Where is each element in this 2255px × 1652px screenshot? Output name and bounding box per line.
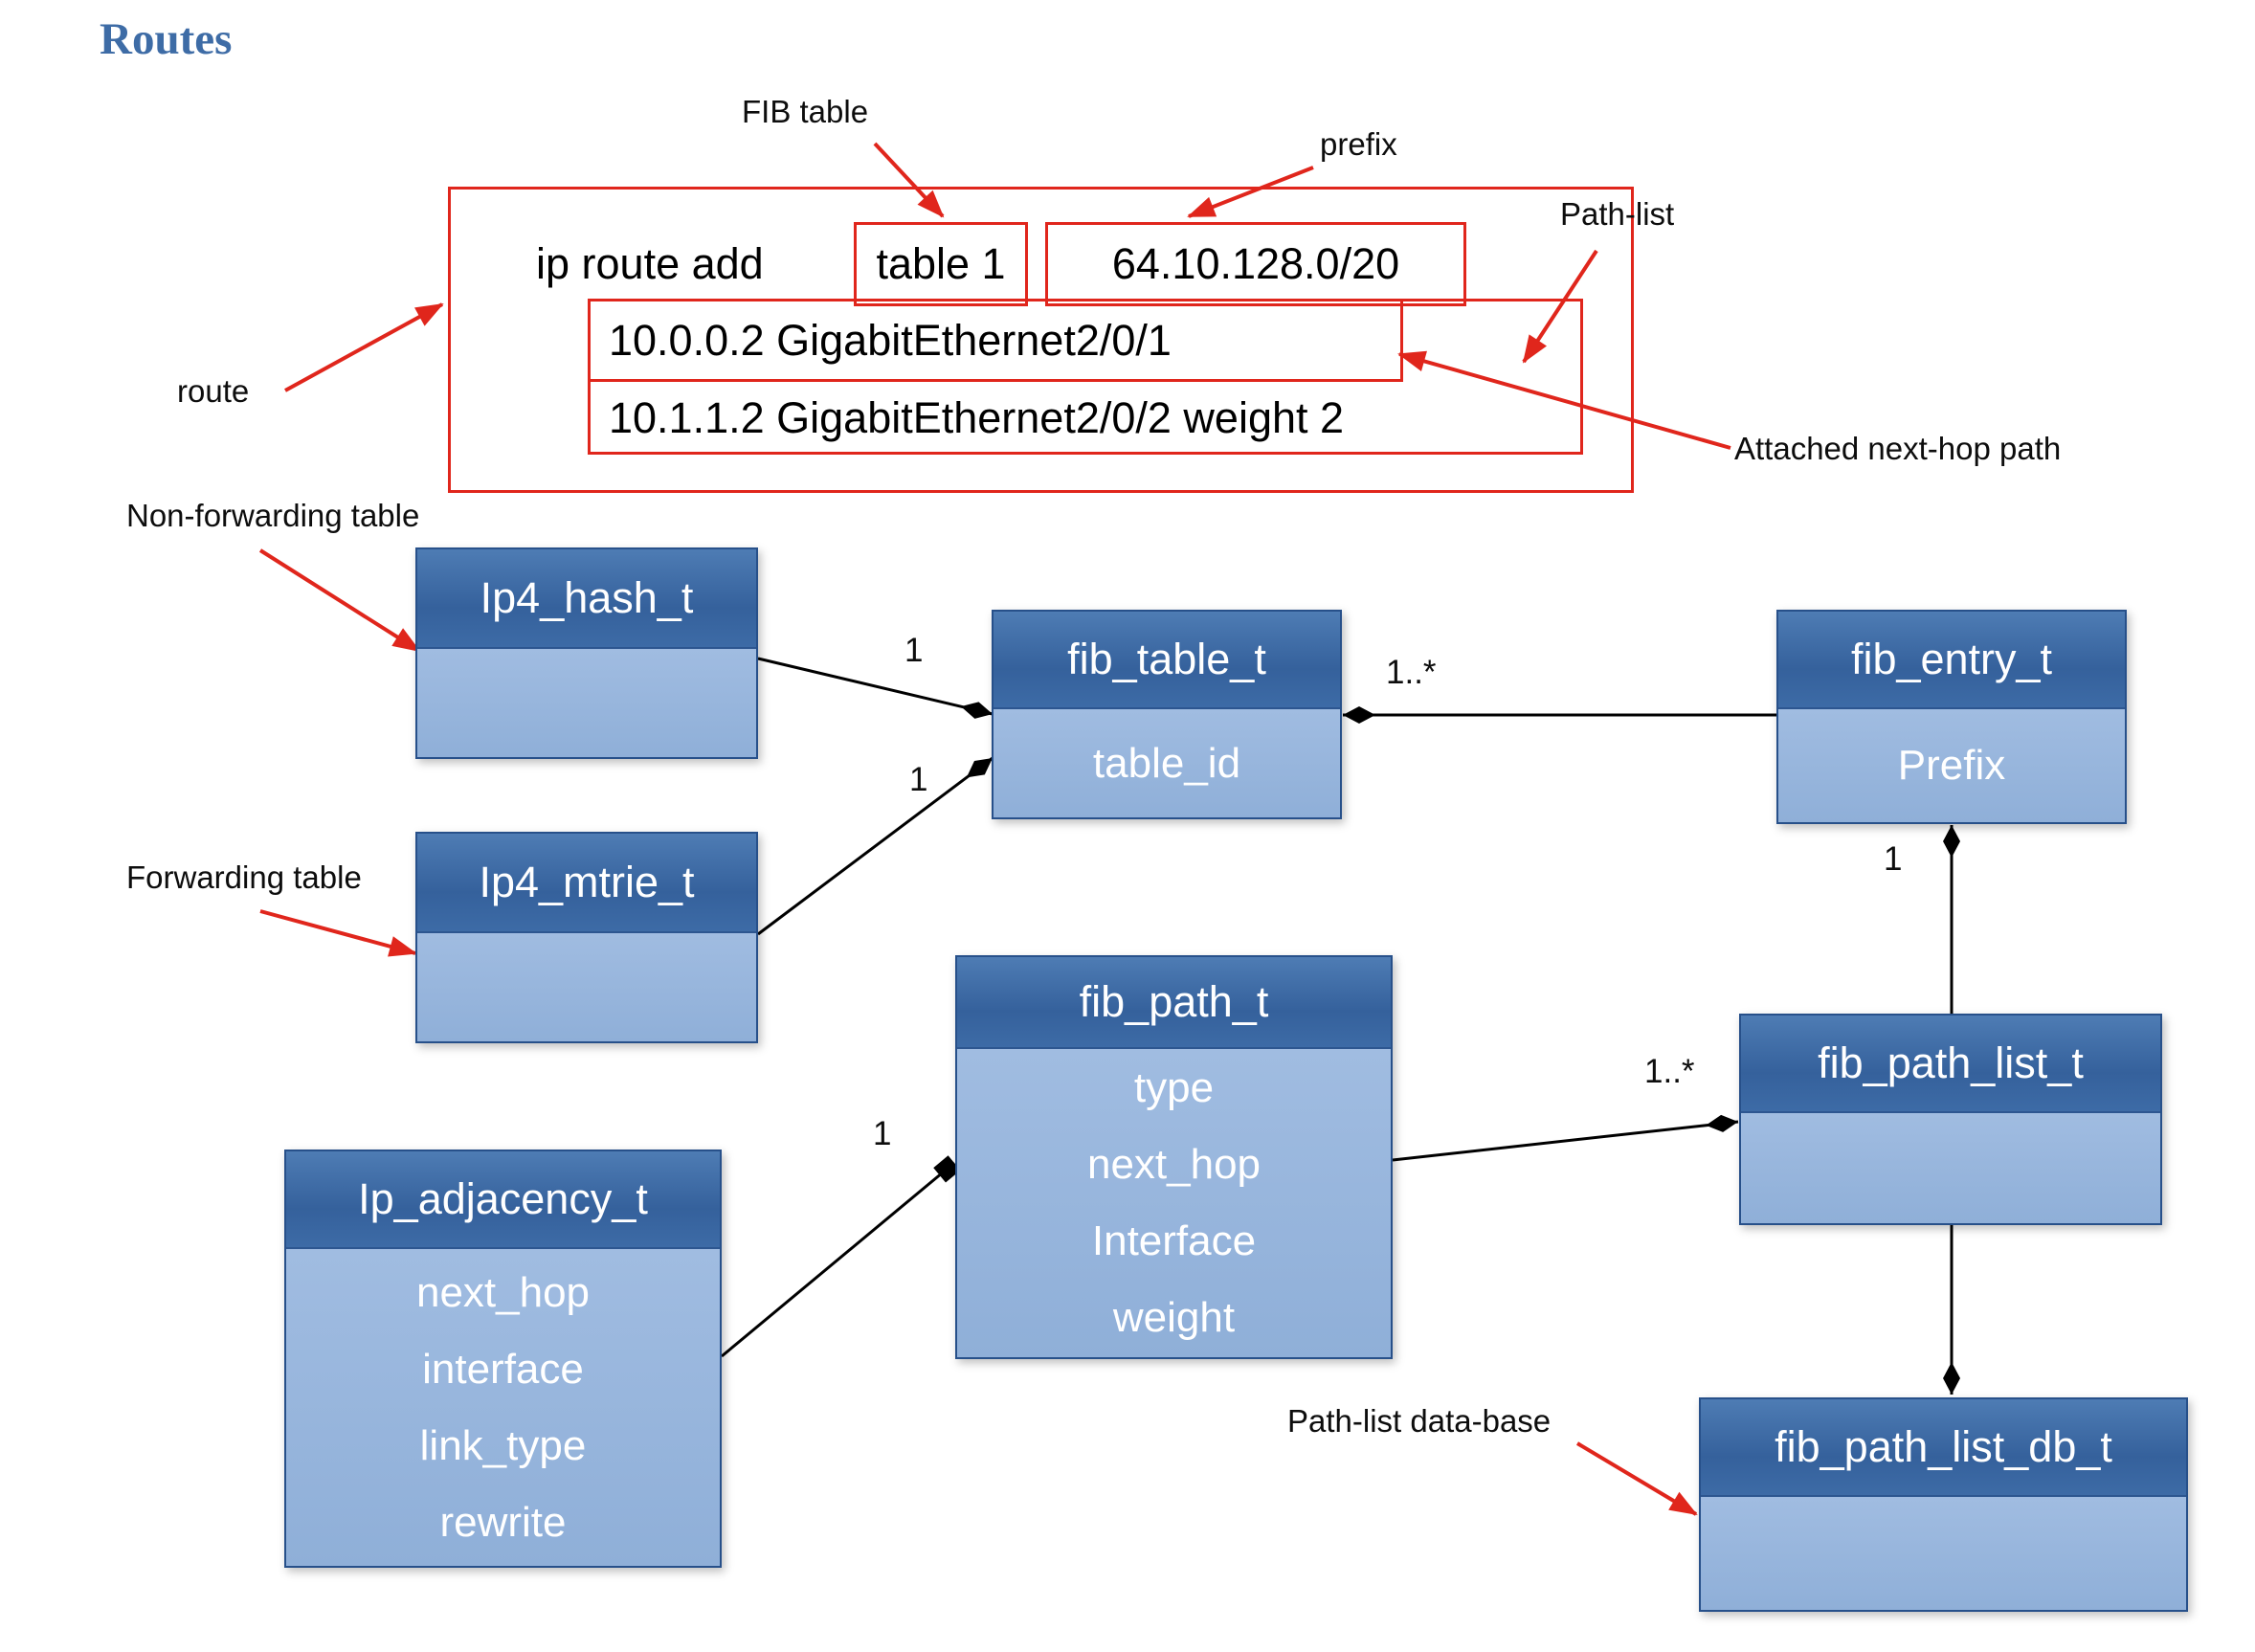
- multiplicity-mtrie-to-table: 1: [909, 761, 928, 798]
- class-fib-entry-attr-prefix: Prefix: [1897, 742, 2006, 789]
- next-hop-path-2: 10.1.1.2 GigabitEthernet2/0/2 weight 2: [609, 393, 1345, 442]
- arrow-attached-next-hop: [1397, 350, 1731, 450]
- class-fib-path: fib_path_t type next_hop Interface weigh…: [955, 955, 1393, 1359]
- class-fib-table-attr-table-id: table_id: [1092, 739, 1241, 787]
- prefix-value-box: [1045, 222, 1466, 306]
- route-command-text: ip route add: [536, 239, 764, 288]
- label-non-forwarding-table: Non-forwarding table: [126, 498, 420, 533]
- class-ip-adjacency-body: next_hop interface link_type rewrite: [286, 1249, 720, 1566]
- class-ip4-mtrie-title: Ip4_mtrie_t: [417, 834, 756, 933]
- label-attached-next-hop: Attached next-hop path: [1734, 431, 2062, 466]
- class-ip-adjacency-attr-link-type: link_type: [419, 1421, 587, 1469]
- class-ip4-hash: Ip4_hash_t: [415, 547, 758, 759]
- class-fib-entry-title: fib_entry_t: [1778, 612, 2125, 709]
- label-forwarding-table: Forwarding table: [126, 859, 362, 895]
- arrow-path-list-db: [1575, 1441, 1698, 1516]
- prefix-value: 64.10.128.0/20: [1111, 239, 1400, 288]
- class-fib-path-attr-type: type: [1133, 1064, 1215, 1111]
- label-path-list: Path-list: [1560, 196, 1675, 232]
- class-fib-path-list-db-body: [1701, 1497, 2186, 1610]
- class-fib-path-list-db: fib_path_list_db_t: [1699, 1397, 2188, 1612]
- class-fib-path-attr-next-hop: next_hop: [1086, 1141, 1261, 1188]
- next-hop-path-1: 10.0.0.2 GigabitEthernet2/0/1: [609, 316, 1172, 365]
- arrow-forwarding: [259, 909, 417, 957]
- class-fib-table-title: fib_table_t: [994, 612, 1340, 709]
- label-path-list-data-base: Path-list data-base: [1287, 1403, 1552, 1439]
- fib-table-value-box: [854, 222, 1028, 306]
- class-fib-table: fib_table_t table_id: [992, 610, 1342, 819]
- route-command-box: [448, 187, 1634, 493]
- label-route: route: [177, 373, 250, 409]
- class-ip4-mtrie: Ip4_mtrie_t: [415, 832, 758, 1043]
- class-ip4-mtrie-body: [417, 933, 756, 1041]
- arrow-route: [284, 302, 444, 392]
- multiplicity-table-to-entry: 1..*: [1386, 654, 1437, 691]
- connector-mtrie-to-table: [757, 756, 994, 936]
- arrow-prefix: [1187, 166, 1314, 218]
- multiplicity-hash-to-table: 1: [904, 632, 924, 669]
- class-ip-adjacency: Ip_adjacency_t next_hop interface link_t…: [284, 1150, 722, 1568]
- class-fib-entry: fib_entry_t Prefix: [1776, 610, 2127, 824]
- arrow-path-list: [1522, 249, 1598, 364]
- arrow-non-forwarding: [258, 548, 421, 653]
- class-fib-path-body: type next_hop Interface weight: [957, 1049, 1391, 1357]
- fib-table-value: table 1: [876, 239, 1006, 288]
- label-fib-table: FIB table: [742, 94, 869, 129]
- multiplicity-entry-to-path-list: 1: [1884, 840, 1903, 878]
- page-title: Routes: [100, 14, 233, 64]
- class-ip-adjacency-attr-rewrite: rewrite: [439, 1498, 567, 1546]
- class-fib-path-list-db-title: fib_path_list_db_t: [1701, 1399, 2186, 1497]
- class-fib-path-title: fib_path_t: [957, 957, 1391, 1049]
- class-fib-path-list-body: [1741, 1113, 2160, 1223]
- connector-path-to-pathlist: [1392, 1114, 1739, 1162]
- class-ip-adjacency-attr-interface: interface: [422, 1345, 584, 1393]
- class-fib-path-list-title: fib_path_list_t: [1741, 1016, 2160, 1113]
- class-ip4-hash-title: Ip4_hash_t: [417, 549, 756, 649]
- class-ip4-hash-body: [417, 649, 756, 757]
- class-fib-path-list: fib_path_list_t: [1739, 1014, 2162, 1225]
- multiplicity-path-to-path-list: 1..*: [1644, 1053, 1695, 1090]
- next-hop-path-box: [588, 299, 1403, 382]
- class-fib-table-body: table_id: [994, 709, 1340, 817]
- class-fib-entry-body: Prefix: [1778, 709, 2125, 822]
- arrow-fib-table: [873, 142, 945, 218]
- label-prefix: prefix: [1320, 126, 1397, 162]
- class-ip-adjacency-title: Ip_adjacency_t: [286, 1151, 720, 1249]
- connector-hash-to-table: [757, 657, 994, 719]
- class-ip-adjacency-attr-next-hop: next_hop: [415, 1268, 591, 1316]
- class-fib-path-attr-weight: weight: [1112, 1294, 1236, 1341]
- connector-adjacency-to-path: [721, 1155, 961, 1358]
- multiplicity-adjacency-to-path: 1: [873, 1115, 892, 1152]
- class-fib-path-attr-interface: Interface: [1091, 1217, 1257, 1264]
